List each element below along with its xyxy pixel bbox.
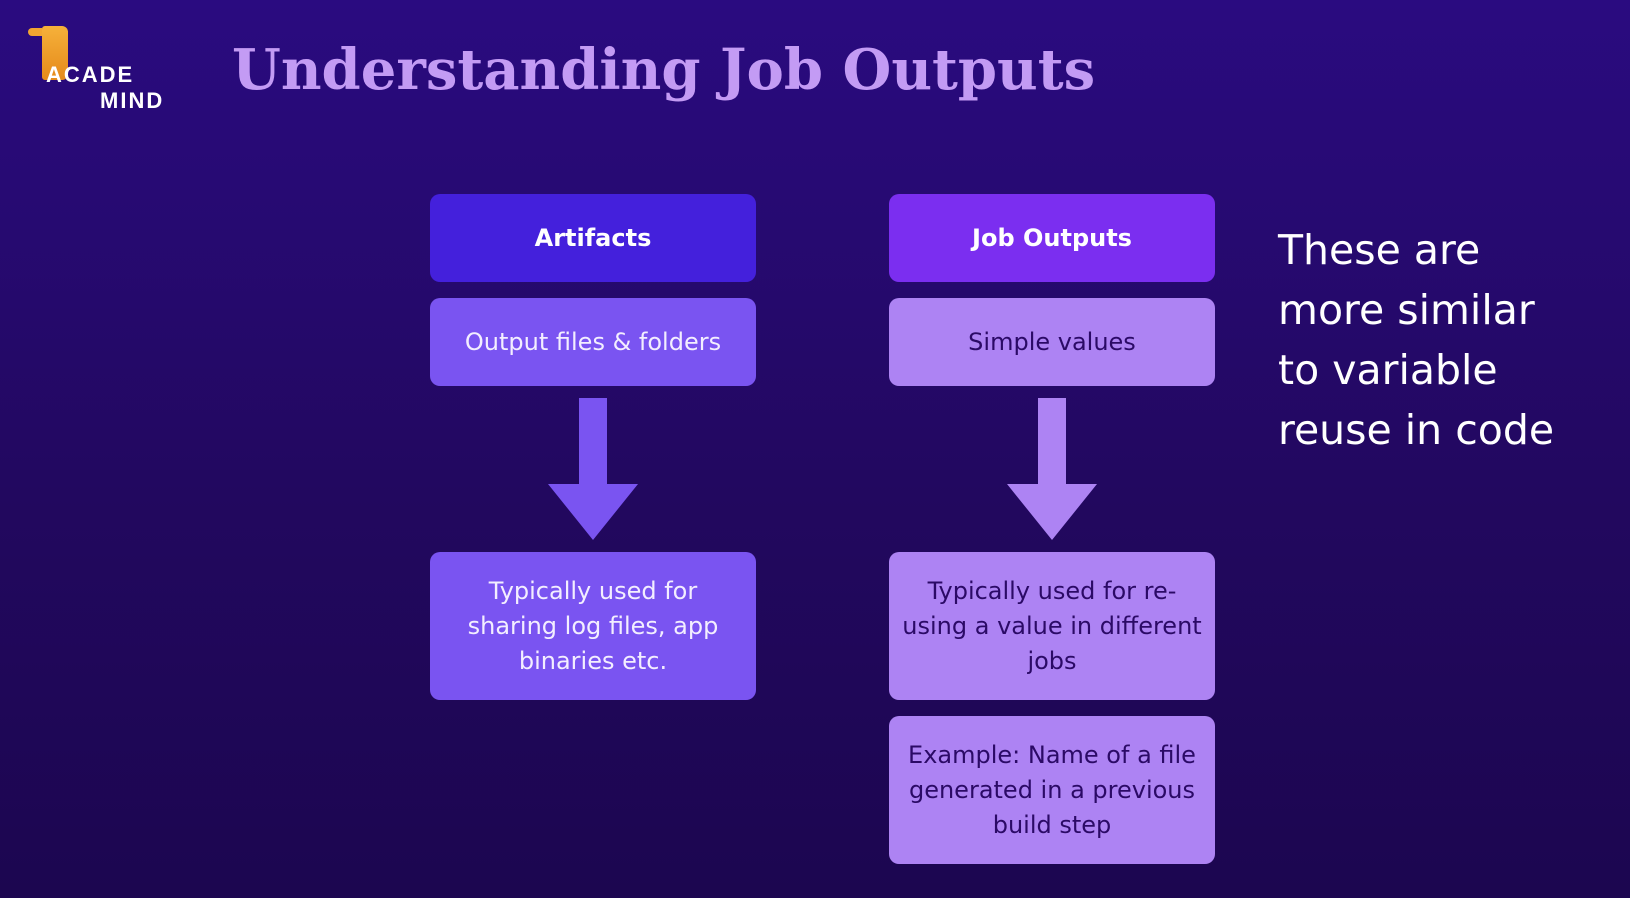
side-note-line: reuse in code	[1278, 406, 1555, 454]
job-outputs-header: Job Outputs	[889, 194, 1215, 282]
side-note-line: more similar	[1278, 286, 1535, 334]
artifacts-value: Output files & folders	[430, 298, 756, 386]
artifacts-usage: Typically used for sharing log files, ap…	[430, 552, 756, 700]
logo-bookmark-icon	[28, 26, 68, 80]
side-note: These are more similar to variable reuse…	[1278, 220, 1618, 460]
academind-logo: ACADE MIND	[28, 26, 188, 116]
side-note-line: These are	[1278, 226, 1481, 274]
job-outputs-example: Example: Name of a file generated in a p…	[889, 716, 1215, 864]
logo-word-bottom: MIND	[100, 88, 165, 113]
logo-word-top: ACADE	[46, 62, 135, 87]
side-note-line: to variable	[1278, 346, 1498, 394]
job-outputs-value: Simple values	[889, 298, 1215, 386]
artifacts-down-arrow-icon	[548, 398, 638, 540]
job-outputs-usage: Typically used for re-using a value in d…	[889, 552, 1215, 700]
job-outputs-down-arrow-icon	[1007, 398, 1097, 540]
artifacts-header: Artifacts	[430, 194, 756, 282]
slide-title: Understanding Job Outputs	[232, 37, 1096, 103]
